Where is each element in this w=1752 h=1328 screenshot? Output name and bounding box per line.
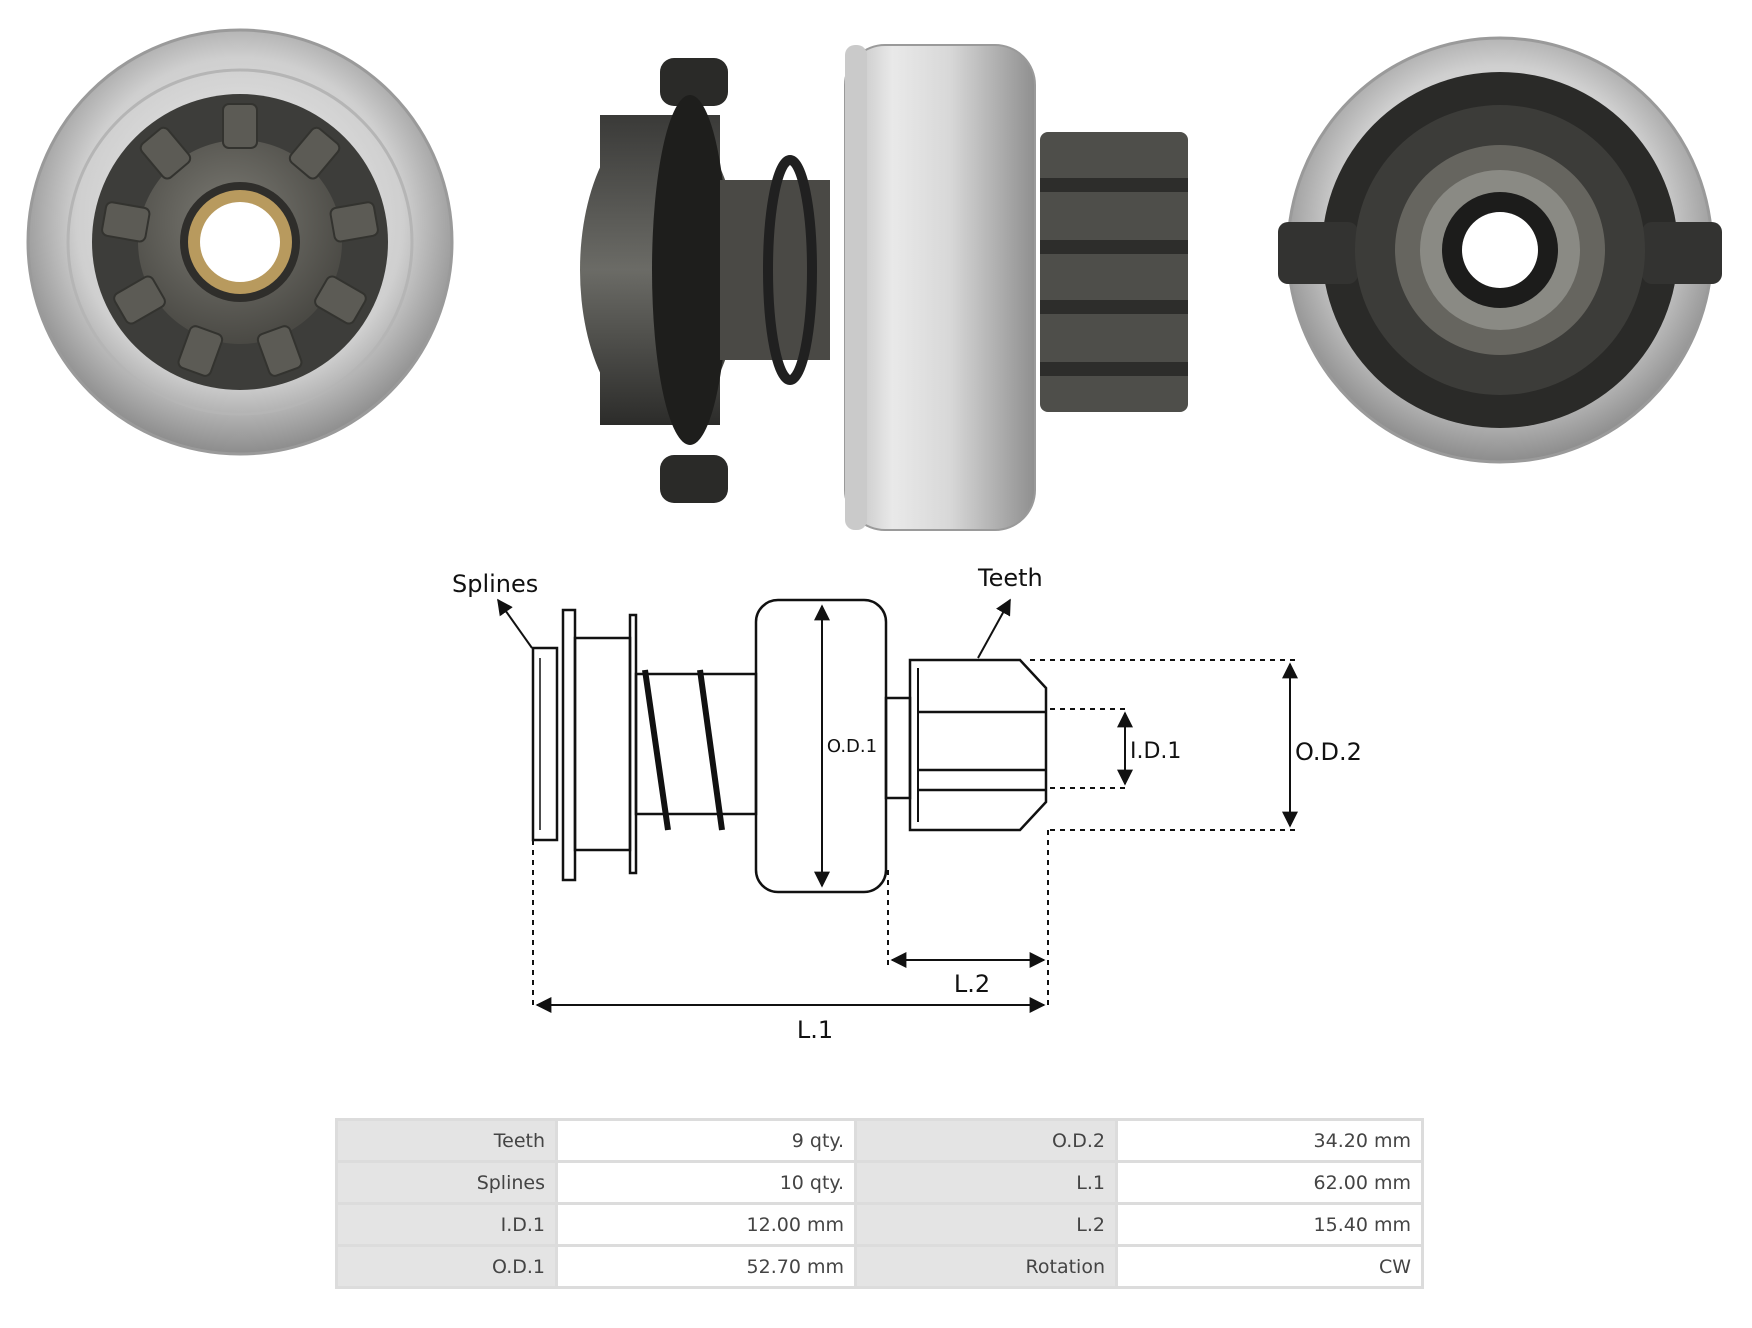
spec-label: L.2 (857, 1205, 1115, 1244)
od1-dimension-label: O.D.1 (827, 736, 877, 757)
product-photos (0, 0, 1752, 540)
spec-row: Splines 10 qty. L.1 62.00 mm (338, 1163, 1421, 1202)
spec-row: O.D.1 52.70 mm Rotation CW (338, 1247, 1421, 1286)
clutch-housing (844, 44, 1036, 531)
spec-label: Splines (338, 1163, 555, 1202)
pinion-teeth-side (1040, 132, 1188, 412)
spec-value: CW (1118, 1247, 1421, 1286)
dimension-diagram: Splines Teeth O.D.1 I.D.1 O.D.2 L.2 (0, 540, 1752, 1080)
collar-ear-bottom (660, 455, 728, 503)
spec-label: Teeth (338, 1121, 555, 1160)
l2-dimension-label: L.2 (954, 970, 990, 998)
spec-value: 10 qty. (558, 1163, 854, 1202)
spec-row: Teeth 9 qty. O.D.2 34.20 mm (338, 1121, 1421, 1160)
spec-label: Rotation (857, 1247, 1115, 1286)
spec-label: L.1 (857, 1163, 1115, 1202)
spec-value: 62.00 mm (1118, 1163, 1421, 1202)
id1-dimension-label: I.D.1 (1130, 739, 1181, 764)
teeth-callout: Teeth (977, 564, 1043, 592)
side-view-photo (580, 44, 1188, 531)
spec-label: O.D.1 (338, 1247, 555, 1286)
flange-outline (561, 608, 577, 882)
l1-dimension-label: L.1 (797, 1016, 833, 1044)
spec-row: I.D.1 12.00 mm L.2 15.40 mm (338, 1205, 1421, 1244)
spec-value: 12.00 mm (558, 1205, 854, 1244)
spec-table: Teeth 9 qty. O.D.2 34.20 mm Splines 10 q… (335, 1118, 1424, 1289)
spec-label: O.D.2 (857, 1121, 1115, 1160)
rear-view-photo (1278, 36, 1722, 464)
pinion-outline (908, 658, 1048, 832)
spec-value: 52.70 mm (558, 1247, 854, 1286)
pinion-gear-icon (101, 103, 379, 377)
front-view-photo (26, 28, 454, 456)
spec-value: 34.20 mm (1118, 1121, 1421, 1160)
spec-value: 9 qty. (558, 1121, 854, 1160)
product-photos-svg (26, 28, 1722, 531)
dimension-diagram-svg: Splines Teeth O.D.1 I.D.1 O.D.2 L.2 (452, 564, 1362, 1044)
od2-dimension-label: O.D.2 (1295, 738, 1362, 766)
spec-value: 15.40 mm (1118, 1205, 1421, 1244)
spline-end-outline (531, 646, 559, 842)
collar-ear-top (660, 58, 728, 106)
splines-callout: Splines (452, 570, 538, 598)
spec-label: I.D.1 (338, 1205, 555, 1244)
